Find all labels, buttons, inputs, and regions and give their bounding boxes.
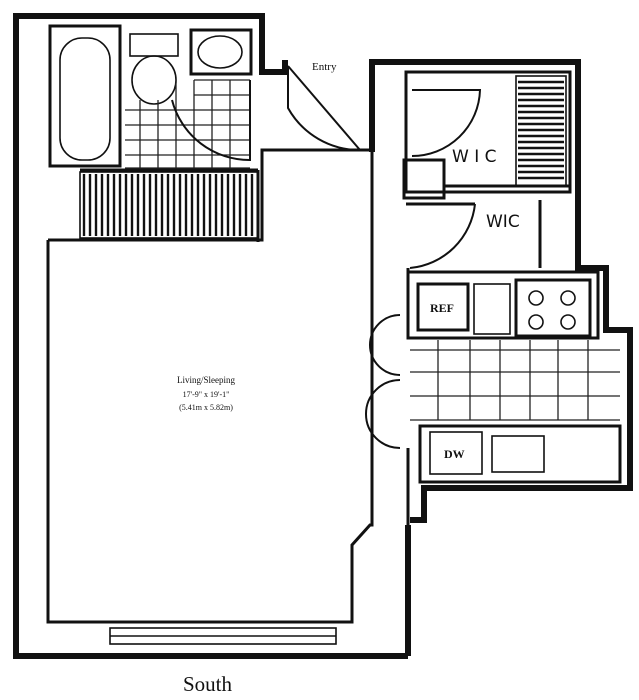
room-dimensions-imperial: 17'-9" x 19'-1" bbox=[183, 390, 230, 399]
wall-bath-east bbox=[259, 60, 288, 75]
burner-icon bbox=[528, 290, 544, 306]
wic-utility-box bbox=[402, 158, 446, 200]
bathroom bbox=[48, 24, 258, 172]
dishwasher bbox=[429, 431, 483, 475]
living-interior-outline bbox=[46, 148, 374, 624]
toilet-bowl bbox=[131, 55, 177, 105]
kitchen bbox=[365, 268, 622, 525]
bathtub-outer bbox=[48, 24, 122, 168]
closet-hatch-bath bbox=[79, 170, 260, 242]
kitchen-door-swing-lower bbox=[365, 379, 401, 449]
wall-north-west bbox=[13, 13, 408, 659]
kitchen-door-swing-upper bbox=[369, 314, 401, 376]
burner-icon bbox=[560, 314, 576, 330]
kitchen-tile-grid bbox=[410, 340, 620, 421]
bath-door-swing bbox=[171, 80, 251, 162]
burner-icon bbox=[560, 290, 576, 306]
room-dimensions-metric: (5.41m x 5.82m) bbox=[179, 403, 233, 412]
kitchen-sink bbox=[491, 435, 545, 473]
living-room bbox=[46, 148, 374, 645]
kitchen-lower-counter bbox=[418, 424, 622, 484]
wall-north-east bbox=[369, 59, 633, 523]
sink-counter bbox=[189, 28, 253, 76]
kitchen-sink-cabinet bbox=[473, 283, 511, 335]
wic-lower-door-swing bbox=[409, 203, 476, 269]
bathtub-basin bbox=[59, 37, 111, 161]
room-name: Living/Sleeping bbox=[177, 375, 235, 385]
wic-upper-outline bbox=[404, 70, 572, 194]
entry-door-leaf bbox=[287, 65, 361, 151]
wic-upper-door-swing bbox=[411, 89, 482, 157]
entry-door bbox=[287, 65, 361, 152]
walk-in-closets bbox=[402, 70, 572, 269]
entry-label: Entry bbox=[312, 61, 337, 73]
orientation-label: South bbox=[182, 672, 232, 696]
bath-tile-grid bbox=[125, 79, 250, 169]
wic-label-upper: W I C bbox=[452, 147, 497, 167]
dw-label: DW bbox=[444, 447, 465, 461]
ref-label: REF bbox=[430, 301, 454, 315]
stove bbox=[514, 278, 592, 338]
wic-label-lower: WIC bbox=[486, 212, 520, 232]
refrigerator bbox=[416, 282, 470, 332]
sink-basin bbox=[197, 35, 243, 69]
exterior-walls bbox=[13, 13, 633, 659]
toilet-tank bbox=[129, 33, 179, 57]
burner-icon bbox=[528, 314, 544, 330]
